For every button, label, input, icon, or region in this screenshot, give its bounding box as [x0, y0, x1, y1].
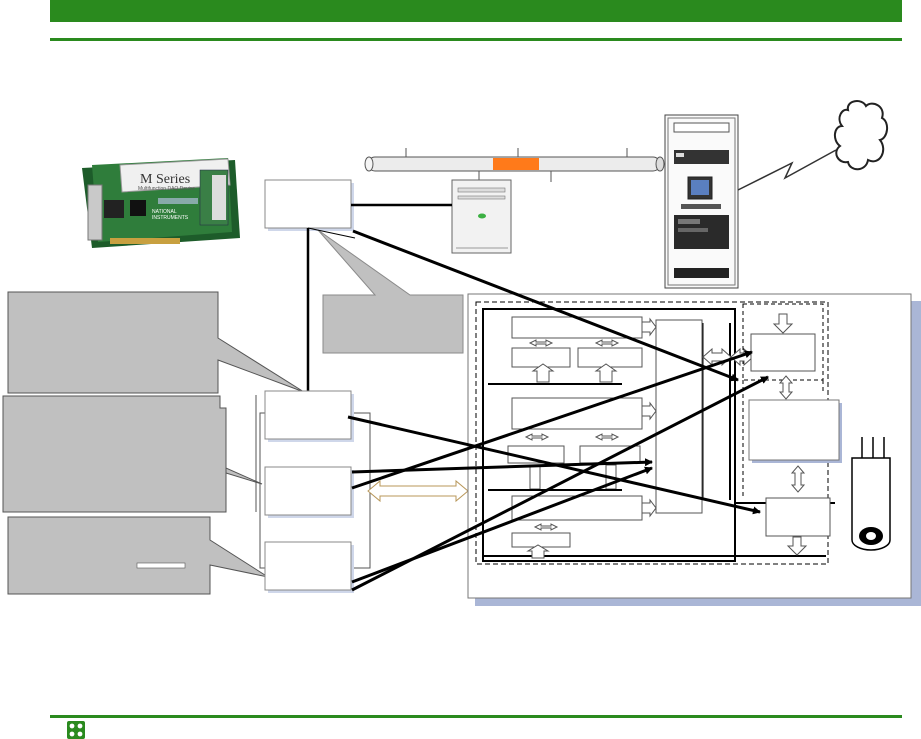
title-bar: [50, 0, 902, 22]
daq-box-3: [264, 541, 352, 591]
server-tower-icon: [451, 179, 512, 254]
callout-box-1: [7, 291, 305, 394]
callout-box-mid: [317, 229, 464, 354]
daq-box-1: [264, 390, 352, 440]
central-bus: [655, 319, 703, 514]
bottom-rule: [50, 715, 902, 718]
daq-card-image: M Series Multifunction DAQ Device NATION…: [82, 158, 240, 248]
card-maker-line2: INSTRUMENTS: [152, 215, 189, 221]
callout-box-2: [2, 395, 263, 513]
sensor-cylinder-icon: [851, 437, 891, 551]
connection-arrows: [347, 229, 769, 592]
daq-box-2: [264, 466, 352, 516]
lightning-bolt-icon: [737, 149, 837, 191]
card-maker-line1: NATIONAL: [152, 209, 177, 215]
network-bus-icon: [364, 148, 665, 182]
bidirectional-arrow: [367, 479, 469, 503]
callout-slot: [136, 562, 186, 569]
computer-rack-icon: [664, 114, 739, 289]
card-brand-label: M Series: [140, 172, 190, 187]
top-rule: [50, 38, 902, 41]
internal-blocks: [488, 313, 842, 559]
card-subtitle-label: Multifunction DAQ Device: [138, 186, 195, 192]
daq-box-top: [264, 179, 352, 229]
green-logo-icon: [67, 721, 85, 739]
callout-box-3: [7, 516, 269, 595]
cloud-icon: [834, 100, 888, 171]
